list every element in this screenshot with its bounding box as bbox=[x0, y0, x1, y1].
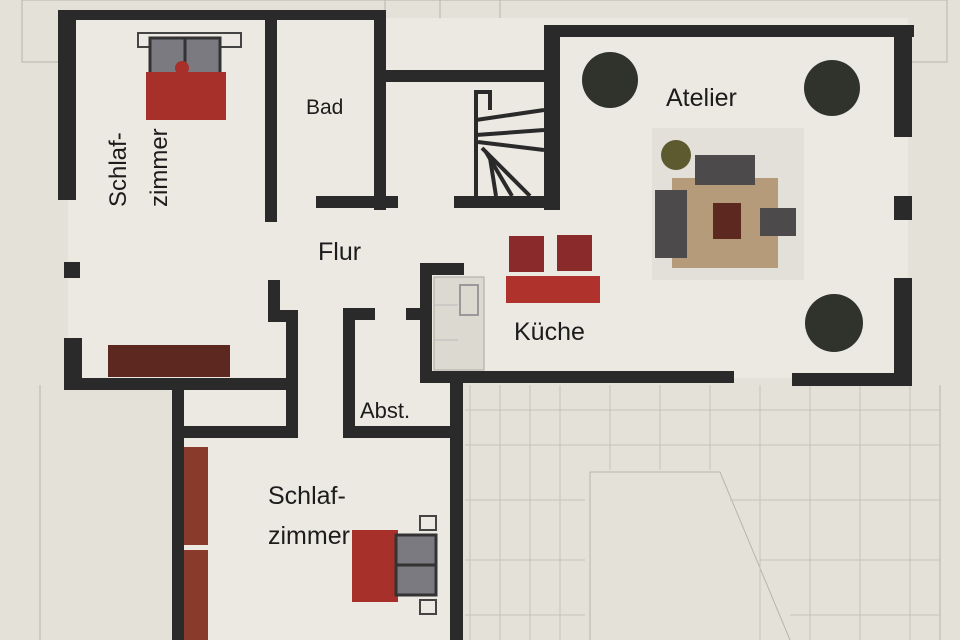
room-label-schlafzimmer-1-line1: Schlaf- bbox=[105, 132, 132, 207]
room-label-schlafzimmer-1-line2: zimmer bbox=[146, 128, 173, 207]
room-label-atelier: Atelier bbox=[666, 84, 737, 112]
room-label-schlafzimmer-2-line2: zimmer bbox=[268, 522, 350, 550]
room-label-abstellraum: Abst. bbox=[360, 398, 410, 423]
walls bbox=[58, 10, 914, 640]
wardrobe-schlafzimmer-2 bbox=[184, 447, 208, 640]
kitchen-counter bbox=[433, 276, 485, 371]
terrace-grid bbox=[465, 385, 940, 640]
living-room-set bbox=[652, 128, 804, 280]
room-label-bad: Bad bbox=[306, 96, 343, 119]
room-label-kueche: Küche bbox=[514, 318, 585, 346]
staircase bbox=[474, 90, 545, 198]
plants bbox=[582, 52, 863, 352]
dining-table bbox=[506, 276, 600, 303]
room-label-schlafzimmer-2-line1: Schlaf- bbox=[268, 482, 346, 510]
dining-chairs bbox=[509, 235, 592, 272]
bed-schlafzimmer-1 bbox=[137, 32, 242, 120]
wardrobe-schlafzimmer-1 bbox=[108, 345, 230, 377]
bed-schlafzimmer-2 bbox=[352, 515, 438, 615]
room-label-flur: Flur bbox=[318, 238, 361, 266]
